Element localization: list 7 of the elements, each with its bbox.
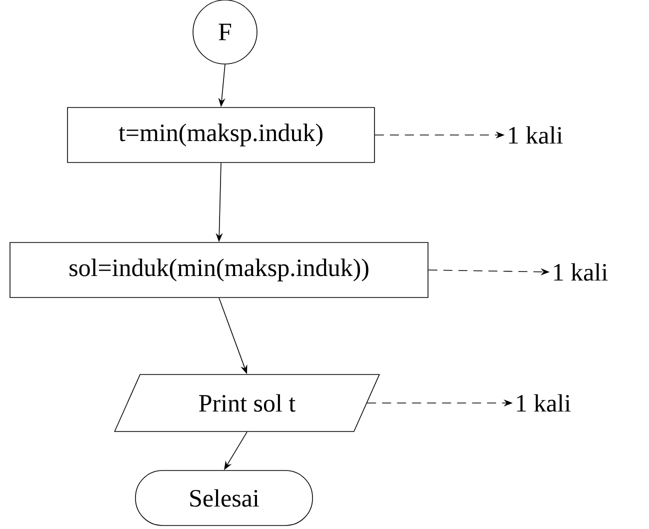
process-box: t=min(maksp.induk) bbox=[67, 107, 375, 163]
count-label: 1 kali bbox=[517, 394, 571, 412]
process-box: sol=induk(min(maksp.induk)) bbox=[10, 242, 428, 298]
output-parallelogram: Print sol t bbox=[114, 374, 380, 432]
count-label: 1 kali bbox=[509, 126, 563, 144]
count-label: 1 kali bbox=[554, 263, 608, 281]
terminal-box: Selesai bbox=[135, 470, 313, 526]
